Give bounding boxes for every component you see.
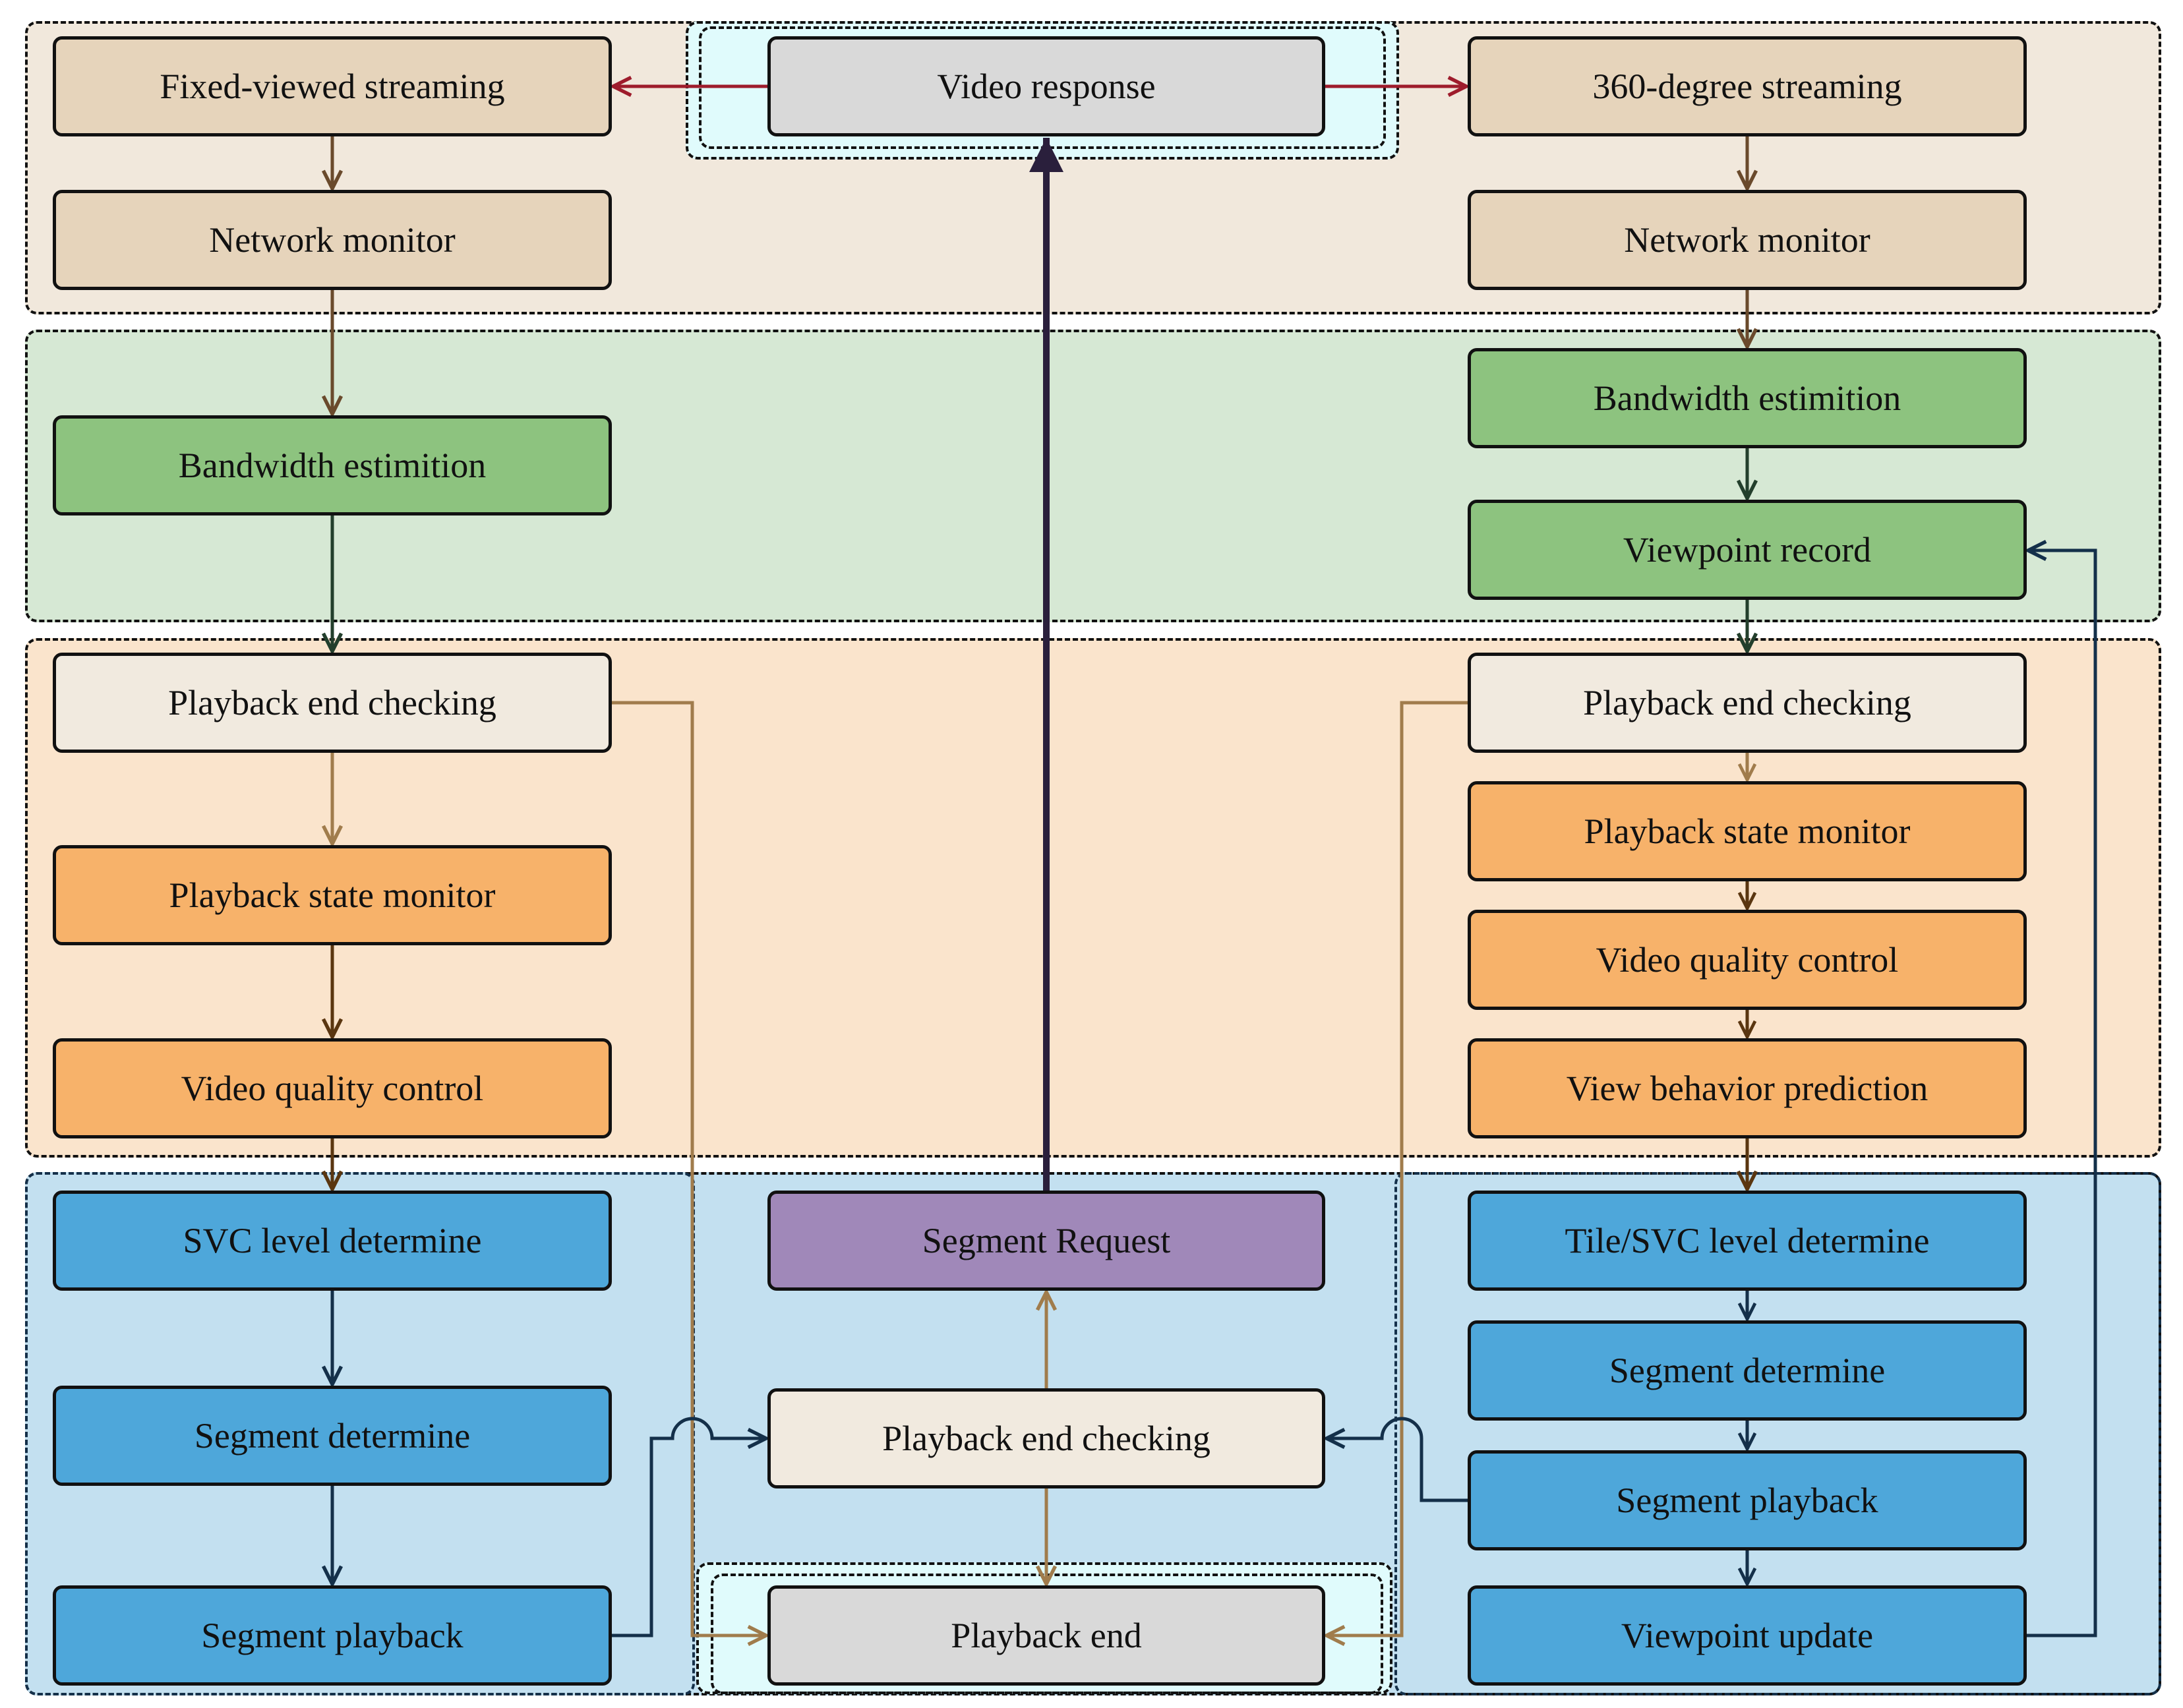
left-playback-end-checking-node: Playback end checking [53, 653, 612, 753]
video-response-node: Video response [767, 36, 1325, 136]
right-bandwidth-estimition-node: Bandwidth estimition [1468, 348, 2027, 448]
left-network-monitor-node: Network monitor [53, 190, 612, 290]
center-playback-end-checking-node: Playback end checking [767, 1388, 1325, 1488]
tile-svc-level-determine-node: Tile/SVC level determine [1468, 1191, 2027, 1291]
right-playback-state-monitor-node: Playback state monitor [1468, 781, 2027, 881]
arrow-left-playback-to-center-checking [612, 1417, 766, 1637]
left-video-quality-control-node: Video quality control [53, 1038, 612, 1138]
left-bandwidth-estimition-node: Bandwidth estimition [53, 415, 612, 515]
region-divider-right [1394, 1172, 2161, 1695]
left-playback-state-monitor-node: Playback state monitor [53, 845, 612, 945]
arrow-right-checking-to-playback-end [1327, 701, 1468, 1635]
viewpoint-update-node: Viewpoint update [1468, 1585, 2027, 1686]
left-segment-playback-node: Segment playback [53, 1585, 612, 1686]
right-network-monitor-node: Network monitor [1468, 190, 2027, 290]
arrow-left-checking-to-playback-end [612, 701, 766, 1635]
left-segment-determine-node: Segment determine [53, 1386, 612, 1486]
arrow-right-playback-to-center-checking [1327, 1417, 1468, 1502]
playback-end-node: Playback end [767, 1585, 1325, 1686]
right-playback-end-checking-node: Playback end checking [1468, 653, 2027, 753]
svc-level-determine-node: SVC level determine [53, 1191, 612, 1291]
right-segment-playback-node: Segment playback [1468, 1450, 2027, 1550]
fixed-viewed-streaming-node: Fixed-viewed streaming [53, 36, 612, 136]
right-segment-determine-node: Segment determine [1468, 1320, 2027, 1421]
view-behavior-prediction-node: View behavior prediction [1468, 1038, 2027, 1138]
segment-request-node: Segment Request [767, 1191, 1325, 1291]
viewpoint-record-node: Viewpoint record [1468, 500, 2027, 600]
360-degree-streaming-node: 360-degree streaming [1468, 36, 2027, 136]
right-video-quality-control-node: Video quality control [1468, 910, 2027, 1010]
arrow-viewpoint-update-to-record [2027, 550, 2097, 1637]
